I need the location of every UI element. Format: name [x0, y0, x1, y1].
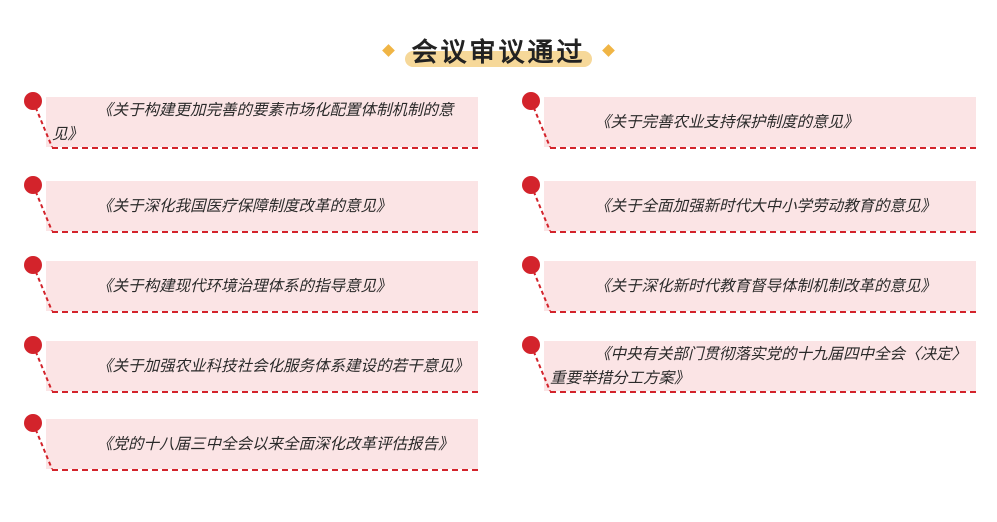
- card-dashed-underline: [550, 147, 976, 149]
- doc-card-right-4: 《中央有关部门贯彻落实党的十九届四中全会〈决定〉重要举措分工方案》: [520, 336, 976, 393]
- title-group: 会议审议通过: [376, 32, 620, 69]
- red-dot-icon: [522, 336, 551, 392]
- red-dot-icon: [24, 256, 53, 312]
- doc-card-right-2: 《关于全面加强新时代大中小学劳动教育的意见》: [520, 176, 976, 233]
- card-dashed-underline: [550, 391, 976, 393]
- doc-title-text: 《关于加强农业科技社会化服务体系建设的若干意见》: [97, 357, 470, 375]
- doc-title-text: 《关于全面加强新时代大中小学劳动教育的意见》: [595, 197, 937, 215]
- card-dashed-underline: [52, 391, 478, 393]
- doc-title-text: 《关于深化我国医疗保障制度改革的意见》: [97, 197, 392, 215]
- red-dot-icon: [24, 336, 53, 392]
- red-dot-icon: [24, 414, 53, 470]
- card-background: [544, 261, 976, 311]
- title-bar: 会议审议通过: [0, 30, 997, 70]
- card-dashed-underline: [52, 469, 478, 471]
- card-background: [544, 341, 976, 391]
- red-dot-icon: [522, 92, 551, 148]
- card-background: [46, 261, 478, 311]
- card-background: [46, 419, 478, 469]
- card-background: [46, 181, 478, 231]
- title-block: 会议审议通过: [401, 32, 595, 69]
- doc-title-text: 《关于完善农业支持保护制度的意见》: [595, 113, 859, 131]
- red-dot-icon: [24, 176, 53, 232]
- red-dot-icon: [522, 256, 551, 312]
- red-dot-icon: [522, 176, 551, 232]
- card-dashed-underline: [550, 311, 976, 313]
- doc-card-left-1: 《关于构建更加完善的要素市场化配置体制机制的意见》: [22, 92, 478, 149]
- card-background: [544, 181, 976, 231]
- card-dashed-underline: [550, 231, 976, 233]
- card-background: [46, 97, 478, 147]
- doc-title-text: 《中央有关部门贯彻落实党的十九届四中全会〈决定〉重要举措分工方案》: [550, 345, 960, 387]
- card-dashed-underline: [52, 147, 478, 149]
- doc-title-text: 《关于深化新时代教育督导体制机制改革的意见》: [595, 277, 937, 295]
- title-highlight: [405, 50, 592, 67]
- card-dashed-underline: [52, 231, 478, 233]
- card-background: [544, 97, 976, 147]
- diamond-left-icon: [382, 43, 396, 57]
- doc-title-text: 《党的十八届三中全会以来全面深化改革评估报告》: [97, 435, 454, 453]
- doc-card-right-1: 《关于完善农业支持保护制度的意见》: [520, 92, 976, 149]
- doc-card-left-3: 《关于构建现代环境治理体系的指导意见》: [22, 256, 478, 313]
- doc-card-right-3: 《关于深化新时代教育督导体制机制改革的意见》: [520, 256, 976, 313]
- doc-title-text: 《关于构建更加完善的要素市场化配置体制机制的意见》: [52, 101, 454, 143]
- page-title: 会议审议通过: [411, 37, 586, 68]
- doc-card-left-2: 《关于深化我国医疗保障制度改革的意见》: [22, 176, 478, 233]
- card-background: [46, 341, 478, 391]
- card-dashed-underline: [52, 311, 478, 313]
- doc-title-text: 《关于构建现代环境治理体系的指导意见》: [97, 277, 392, 295]
- red-dot-icon: [24, 92, 53, 148]
- doc-card-left-4: 《关于加强农业科技社会化服务体系建设的若干意见》: [22, 336, 478, 393]
- diamond-right-icon: [601, 43, 615, 57]
- doc-card-left-5: 《党的十八届三中全会以来全面深化改革评估报告》: [22, 414, 478, 471]
